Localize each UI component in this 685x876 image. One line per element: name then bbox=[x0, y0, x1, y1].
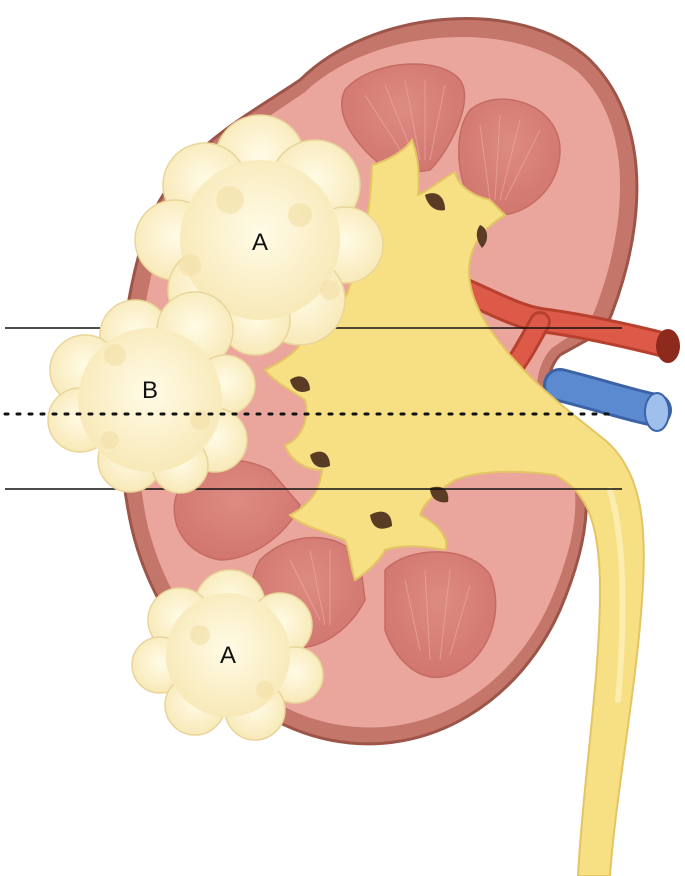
ureter-highlight bbox=[607, 487, 626, 703]
renal-vein bbox=[543, 368, 672, 432]
pyramid-striations bbox=[289, 79, 541, 661]
renal-pelvis-ureter bbox=[263, 137, 645, 876]
label-mass-middle: B bbox=[142, 377, 158, 404]
mass-b-texture bbox=[101, 344, 210, 449]
mass-a-lower-texture bbox=[190, 625, 274, 699]
mass-b bbox=[47, 291, 256, 494]
label-mass-lower: A bbox=[220, 642, 236, 669]
mass-a-upper-texture bbox=[179, 186, 340, 300]
pyramid-bottom-right bbox=[384, 551, 497, 678]
label-mass-upper: A bbox=[252, 229, 268, 256]
pyramid-top-right bbox=[458, 98, 561, 216]
pyramid-top-left bbox=[341, 63, 466, 176]
calyx-shadows bbox=[290, 193, 488, 529]
